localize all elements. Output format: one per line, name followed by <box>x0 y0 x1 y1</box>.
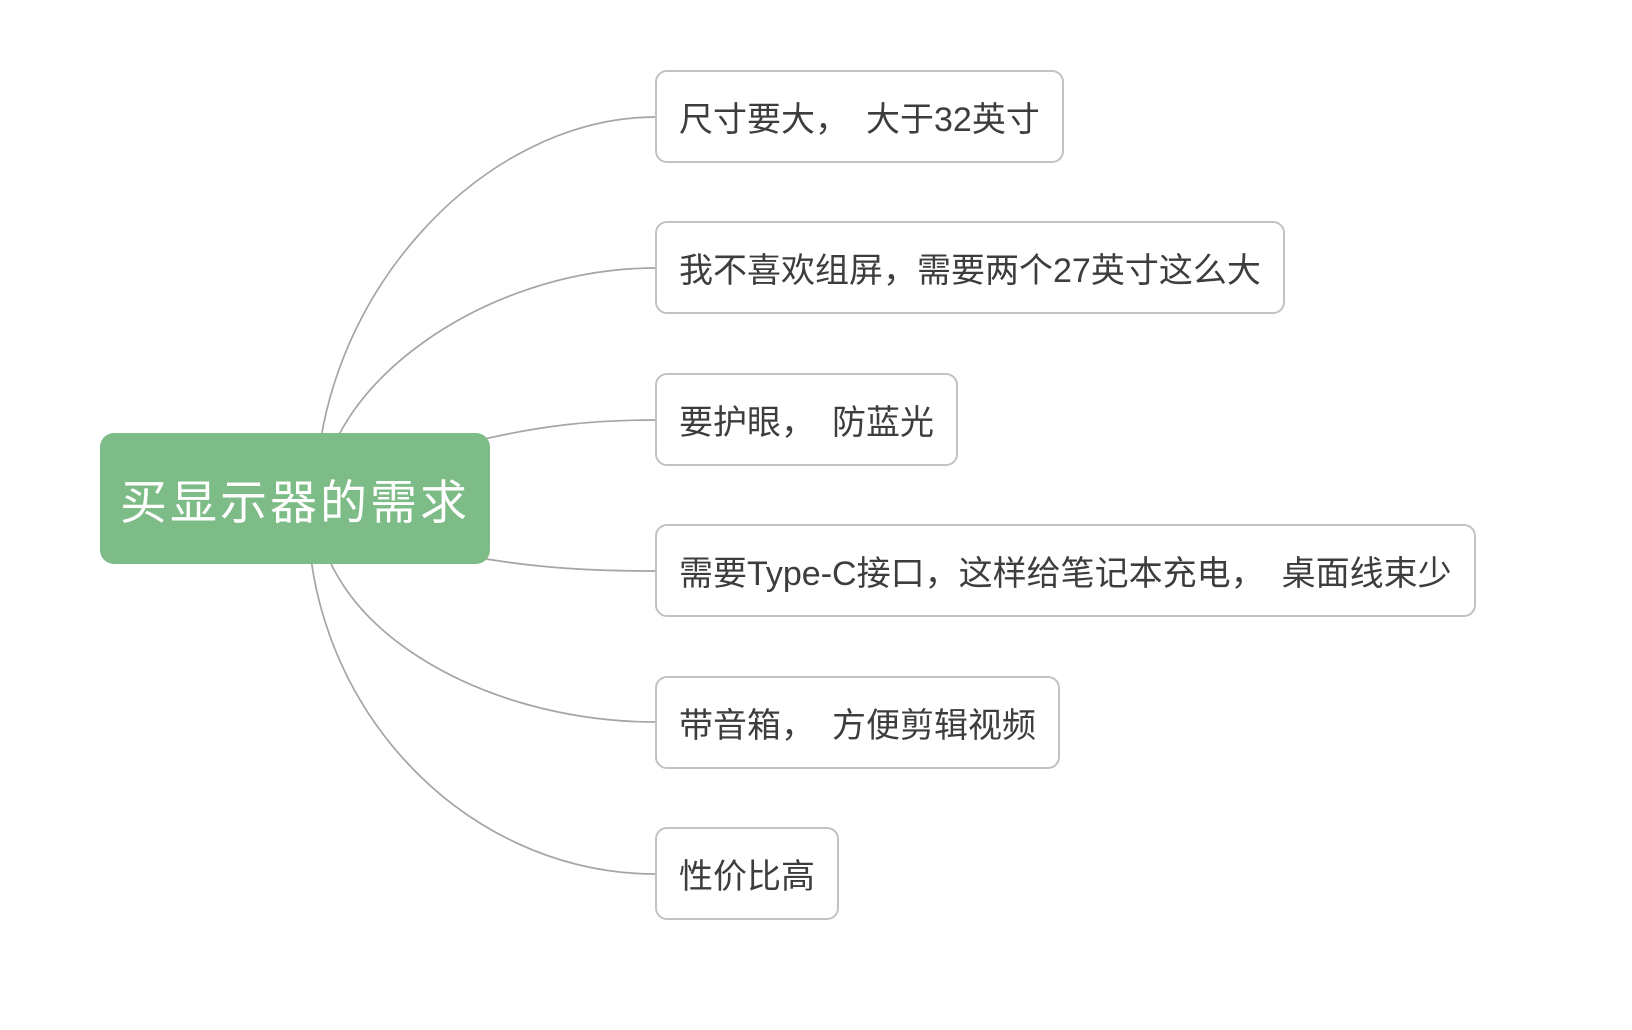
branch-node-label: 我不喜欢组屏，需要两个27英寸这么大 <box>679 252 1261 290</box>
root-node-label: 买显示器的需求 <box>120 476 470 529</box>
edge-line-eye-care <box>479 419 657 441</box>
branch-node-label: 带音箱， 方便剪辑视频 <box>679 707 1036 745</box>
branch-node-speaker[interactable]: 带音箱， 方便剪辑视频 <box>655 676 1060 769</box>
branch-node-dual-screen[interactable]: 我不喜欢组屏，需要两个27英寸这么大 <box>655 221 1285 314</box>
edge-line-size <box>315 116 657 500</box>
edge-line-typec <box>479 557 657 572</box>
branch-node-label: 性价比高 <box>679 858 815 896</box>
branch-node-size[interactable]: 尺寸要大， 大于32英寸 <box>655 70 1064 163</box>
branch-node-label: 要护眼， 防蓝光 <box>679 404 934 442</box>
branch-node-label: 尺寸要大， 大于32英寸 <box>679 101 1040 139</box>
branch-node-label: 需要Type-C接口，这样给笔记本充电， 桌面线束少 <box>679 555 1452 593</box>
edge-line-value <box>307 498 657 875</box>
branch-node-eye-care[interactable]: 要护眼， 防蓝光 <box>655 373 958 466</box>
branch-node-value[interactable]: 性价比高 <box>655 827 839 920</box>
root-node[interactable]: 买显示器的需求 <box>100 433 490 564</box>
branch-node-typec[interactable]: 需要Type-C接口，这样给笔记本充电， 桌面线束少 <box>655 524 1476 617</box>
